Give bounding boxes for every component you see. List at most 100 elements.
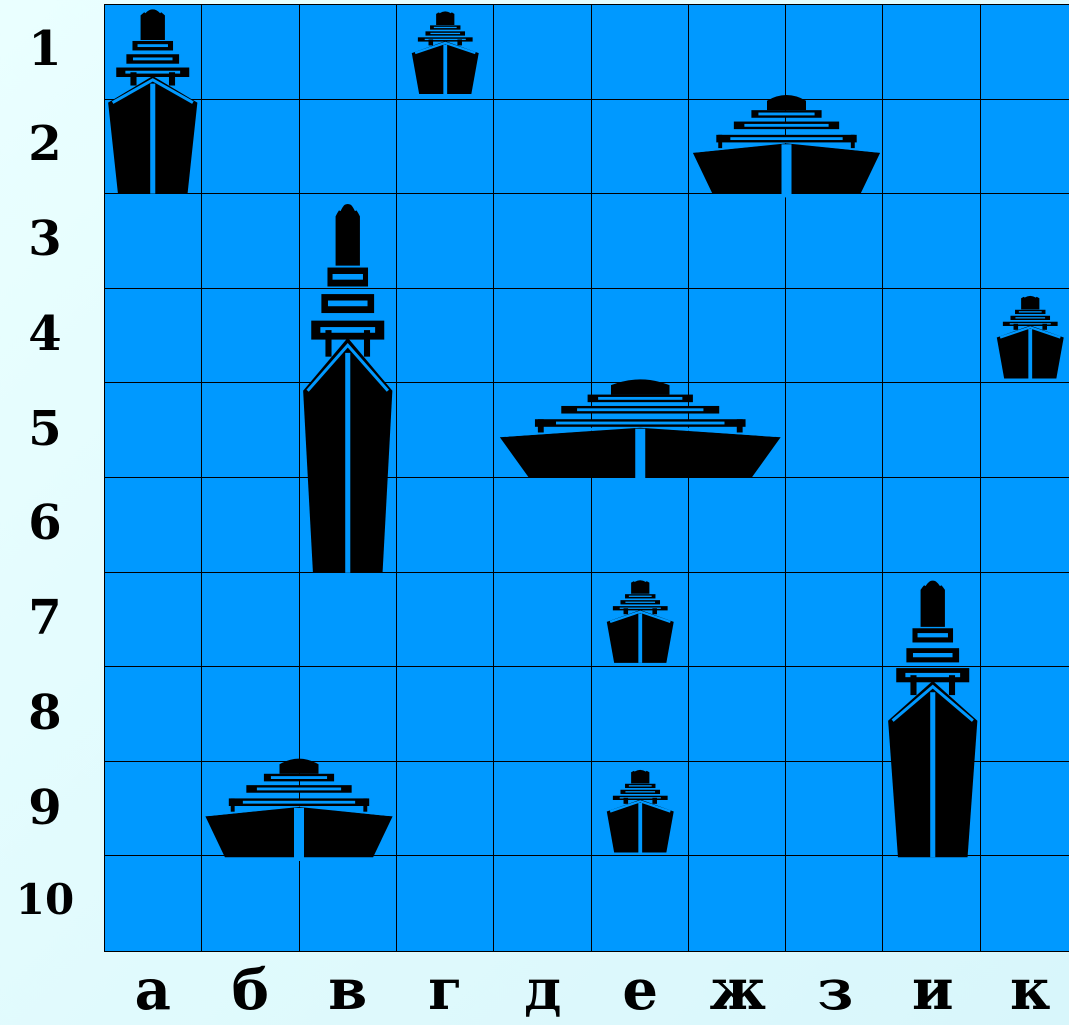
cell-ж2[interactable]	[689, 100, 786, 195]
cell-а7[interactable]	[105, 573, 202, 668]
cell-д9[interactable]	[494, 762, 591, 857]
cell-з4[interactable]	[786, 289, 883, 384]
cell-г4[interactable]	[397, 289, 494, 384]
cell-а1[interactable]	[105, 5, 202, 100]
cell-и10[interactable]	[883, 856, 980, 951]
cell-з2[interactable]	[786, 100, 883, 195]
cell-е5[interactable]	[592, 383, 689, 478]
cell-б8[interactable]	[202, 667, 299, 762]
cell-б6[interactable]	[202, 478, 299, 573]
cell-ж7[interactable]	[689, 573, 786, 668]
cell-е8[interactable]	[592, 667, 689, 762]
cell-б5[interactable]	[202, 383, 299, 478]
cell-ж10[interactable]	[689, 856, 786, 951]
cell-б7[interactable]	[202, 573, 299, 668]
cell-ж4[interactable]	[689, 289, 786, 384]
cell-з9[interactable]	[786, 762, 883, 857]
cell-е1[interactable]	[592, 5, 689, 100]
cell-в5[interactable]	[300, 383, 397, 478]
cell-д1[interactable]	[494, 5, 591, 100]
cell-и5[interactable]	[883, 383, 980, 478]
cell-к1[interactable]	[981, 5, 1069, 100]
cell-а6[interactable]	[105, 478, 202, 573]
cell-г7[interactable]	[397, 573, 494, 668]
cell-е3[interactable]	[592, 194, 689, 289]
cell-а9[interactable]	[105, 762, 202, 857]
cell-ж3[interactable]	[689, 194, 786, 289]
cell-е4[interactable]	[592, 289, 689, 384]
cell-г9[interactable]	[397, 762, 494, 857]
cell-в1[interactable]	[300, 5, 397, 100]
cell-в9[interactable]	[300, 762, 397, 857]
cell-е6[interactable]	[592, 478, 689, 573]
cell-з5[interactable]	[786, 383, 883, 478]
cell-в2[interactable]	[300, 100, 397, 195]
cell-к5[interactable]	[981, 383, 1069, 478]
cell-г10[interactable]	[397, 856, 494, 951]
cell-в6[interactable]	[300, 478, 397, 573]
cell-г6[interactable]	[397, 478, 494, 573]
cell-ж1[interactable]	[689, 5, 786, 100]
cell-г3[interactable]	[397, 194, 494, 289]
cell-и4[interactable]	[883, 289, 980, 384]
cell-з10[interactable]	[786, 856, 883, 951]
cell-д2[interactable]	[494, 100, 591, 195]
cell-г2[interactable]	[397, 100, 494, 195]
cell-к8[interactable]	[981, 667, 1069, 762]
cell-а4[interactable]	[105, 289, 202, 384]
cell-к4[interactable]	[981, 289, 1069, 384]
cell-д8[interactable]	[494, 667, 591, 762]
cell-а3[interactable]	[105, 194, 202, 289]
cell-к10[interactable]	[981, 856, 1069, 951]
cell-б10[interactable]	[202, 856, 299, 951]
cell-д3[interactable]	[494, 194, 591, 289]
cell-а8[interactable]	[105, 667, 202, 762]
cell-з7[interactable]	[786, 573, 883, 668]
cell-б3[interactable]	[202, 194, 299, 289]
cell-д10[interactable]	[494, 856, 591, 951]
cell-д4[interactable]	[494, 289, 591, 384]
cell-к7[interactable]	[981, 573, 1069, 668]
cell-и7[interactable]	[883, 573, 980, 668]
cell-и2[interactable]	[883, 100, 980, 195]
cell-з3[interactable]	[786, 194, 883, 289]
cell-и3[interactable]	[883, 194, 980, 289]
cell-в7[interactable]	[300, 573, 397, 668]
cell-а5[interactable]	[105, 383, 202, 478]
cell-и9[interactable]	[883, 762, 980, 857]
cell-б4[interactable]	[202, 289, 299, 384]
cell-з8[interactable]	[786, 667, 883, 762]
cell-к6[interactable]	[981, 478, 1069, 573]
cell-б9[interactable]	[202, 762, 299, 857]
cell-в4[interactable]	[300, 289, 397, 384]
cell-б1[interactable]	[202, 5, 299, 100]
cell-в10[interactable]	[300, 856, 397, 951]
cell-е9[interactable]	[592, 762, 689, 857]
cell-к9[interactable]	[981, 762, 1069, 857]
cell-з1[interactable]	[786, 5, 883, 100]
cell-е10[interactable]	[592, 856, 689, 951]
cell-и6[interactable]	[883, 478, 980, 573]
cell-ж8[interactable]	[689, 667, 786, 762]
cell-к3[interactable]	[981, 194, 1069, 289]
cell-ж9[interactable]	[689, 762, 786, 857]
cell-е7[interactable]	[592, 573, 689, 668]
cell-и1[interactable]	[883, 5, 980, 100]
cell-г1[interactable]	[397, 5, 494, 100]
cell-к2[interactable]	[981, 100, 1069, 195]
cell-е2[interactable]	[592, 100, 689, 195]
cell-ж5[interactable]	[689, 383, 786, 478]
cell-а10[interactable]	[105, 856, 202, 951]
cell-д7[interactable]	[494, 573, 591, 668]
cell-г5[interactable]	[397, 383, 494, 478]
cell-в8[interactable]	[300, 667, 397, 762]
cell-ж6[interactable]	[689, 478, 786, 573]
cell-г8[interactable]	[397, 667, 494, 762]
cell-д6[interactable]	[494, 478, 591, 573]
cell-д5[interactable]	[494, 383, 591, 478]
cell-в3[interactable]	[300, 194, 397, 289]
cell-з6[interactable]	[786, 478, 883, 573]
cell-и8[interactable]	[883, 667, 980, 762]
cell-б2[interactable]	[202, 100, 299, 195]
cell-а2[interactable]	[105, 100, 202, 195]
